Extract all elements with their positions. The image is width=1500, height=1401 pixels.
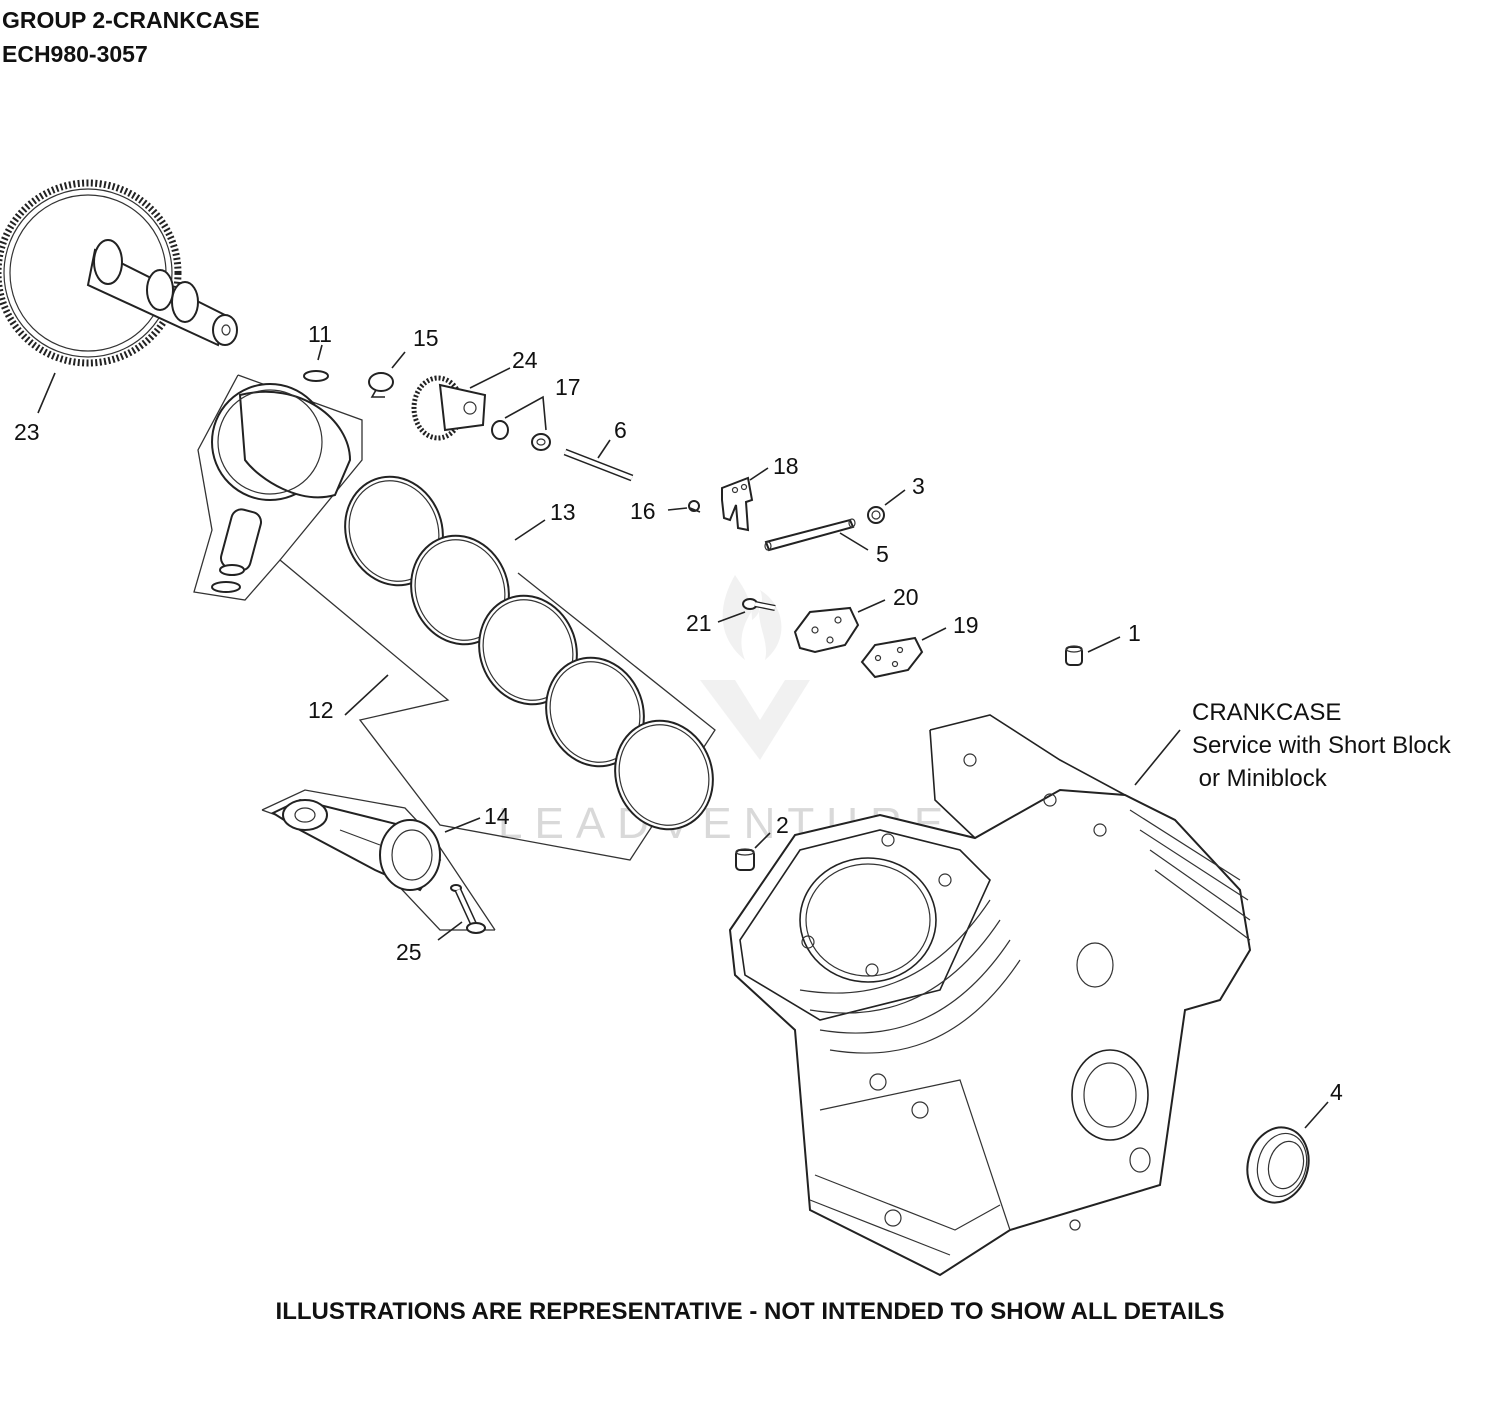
callout-24: 24	[512, 347, 538, 373]
oil-pump-part	[411, 375, 487, 441]
callout-20: 20	[893, 584, 919, 610]
connecting-rod-part	[270, 798, 442, 892]
callout-18: 18	[773, 453, 799, 479]
crankcase-note-miniblock: or Miniblock	[1192, 765, 1328, 792]
oil-pump-shaft-part	[563, 448, 634, 482]
oil-pickup-part	[368, 372, 394, 398]
callout-15: 15	[413, 325, 439, 351]
callout-13: 13	[550, 499, 576, 525]
callout-19: 19	[953, 612, 979, 638]
governor-lever-part	[721, 476, 754, 532]
oil-pump-seal-part	[491, 420, 551, 451]
exploded-parts-diagram: LEADVENTURE 23 11	[0, 179, 1452, 1277]
callout-3: 3	[912, 473, 925, 499]
callout-1: 1	[1128, 620, 1141, 646]
callout-17: 17	[555, 374, 581, 400]
callout-6: 6	[614, 417, 627, 443]
crankcase-note-service: Service with Short Block	[1192, 732, 1452, 759]
crankcase-part	[728, 714, 1252, 1277]
callout-2: 2	[776, 812, 789, 838]
cam-gear-part	[0, 179, 238, 367]
diagram-group-title: GROUP 2-CRANKCASE	[2, 7, 260, 33]
watermark-logo	[700, 575, 810, 760]
callout-25: 25	[396, 939, 422, 965]
callout-21: 21	[686, 610, 712, 636]
governor-seal-part	[867, 506, 885, 524]
breather-gasket-part	[860, 636, 924, 679]
callout-11: 11	[308, 321, 332, 347]
dowel-pin-2-part	[735, 848, 755, 871]
callout-16: 16	[630, 498, 656, 524]
crankcase-note-title: CRANKCASE	[1192, 699, 1341, 726]
callout-23: 23	[14, 419, 40, 445]
bolt-21-part	[742, 598, 776, 611]
oil-seal-4-part	[1246, 1126, 1310, 1204]
callout-12: 12	[308, 697, 334, 723]
dowel-pin-1-part	[1065, 645, 1083, 666]
diagram-model-number: ECH980-3057	[2, 41, 148, 67]
governor-shaft-part	[764, 518, 856, 552]
callout-14: 14	[484, 803, 510, 829]
callout-4: 4	[1330, 1079, 1343, 1105]
piston-ring-set-part	[344, 475, 714, 831]
piston-pin-clip-part	[303, 370, 329, 382]
connecting-rod-bolt-part	[450, 884, 486, 934]
piston-part	[211, 383, 352, 593]
callout-5: 5	[876, 541, 889, 567]
disclaimer-footer: ILLUSTRATIONS ARE REPRESENTATIVE - NOT I…	[275, 1298, 1225, 1325]
breather-cover-part	[793, 606, 860, 654]
screw-16-part	[688, 500, 701, 513]
